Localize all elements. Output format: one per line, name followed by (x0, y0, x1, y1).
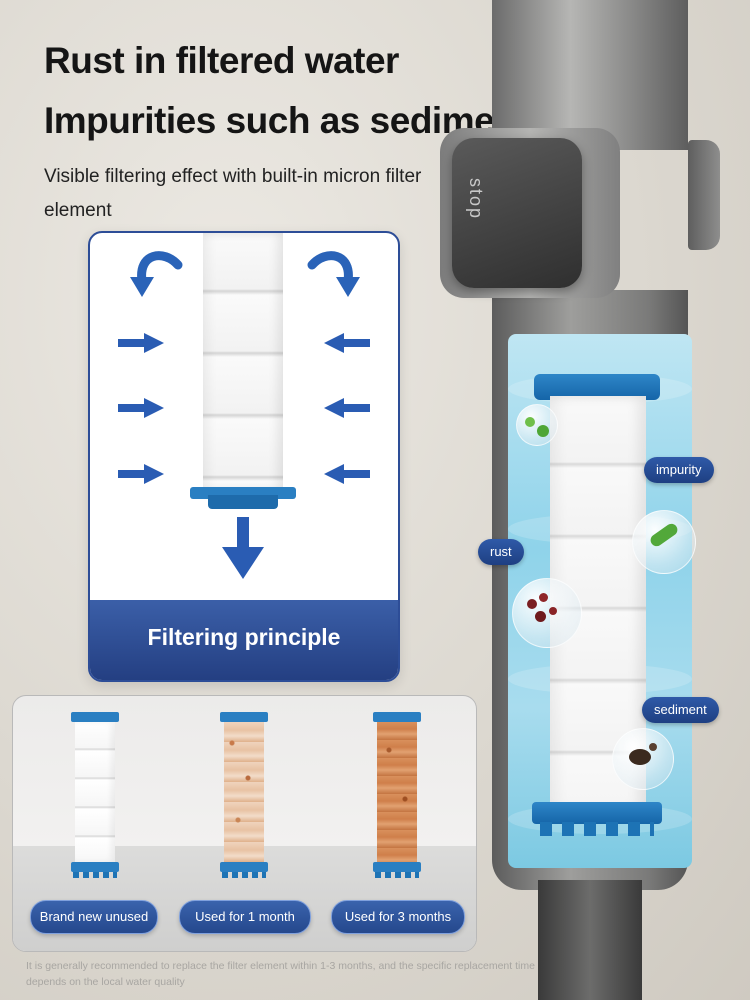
label-1-month: Used for 1 month (179, 900, 311, 934)
callout-sediment: sediment (642, 697, 719, 723)
stop-knob[interactable] (452, 138, 582, 288)
knob-label: stop (466, 178, 486, 221)
filter-cap-bottom (532, 802, 662, 824)
label-brand-new: Brand new unused (30, 900, 158, 934)
replacement-footnote: It is generally recommended to replace t… (26, 960, 535, 988)
curved-arrow-right-icon (307, 251, 360, 297)
arrow-left-icon (324, 333, 370, 353)
filtering-principle-panel: Filtering principle (88, 231, 400, 682)
arrow-left-icon (324, 464, 370, 484)
principle-cap-base (208, 495, 278, 509)
filter-new (71, 712, 119, 878)
callout-rust: rust (478, 539, 524, 565)
callout-impurity: impurity (644, 457, 714, 483)
principle-title: Filtering principle (90, 600, 398, 680)
arrow-right-icon (118, 464, 164, 484)
filter-1-month (220, 712, 268, 878)
shower-neck (538, 880, 642, 1000)
filter-comparison-panel: Brand new unused Used for 1 month Used f… (12, 695, 477, 952)
filter-feet (540, 822, 654, 836)
principle-cartridge (203, 233, 283, 491)
headline-rust: Rust in filtered water (44, 40, 399, 81)
curved-arrow-left-icon (130, 251, 183, 297)
rust-bubble (512, 578, 582, 648)
arrow-right-icon (118, 333, 164, 353)
filter-cap-top (534, 374, 660, 400)
arrow-right-icon (118, 398, 164, 418)
filter-3-months (373, 712, 421, 878)
label-3-months: Used for 3 months (331, 900, 465, 934)
impurity-bubble (516, 404, 558, 446)
germ-bubble (632, 510, 696, 574)
sediment-bubble (612, 728, 674, 790)
arrow-left-icon (324, 398, 370, 418)
arrow-down-icon (222, 517, 264, 579)
subheadline: Visible filtering effect with built-in m… (44, 166, 422, 221)
shower-pipe (492, 0, 688, 150)
wall-hook (688, 140, 720, 250)
